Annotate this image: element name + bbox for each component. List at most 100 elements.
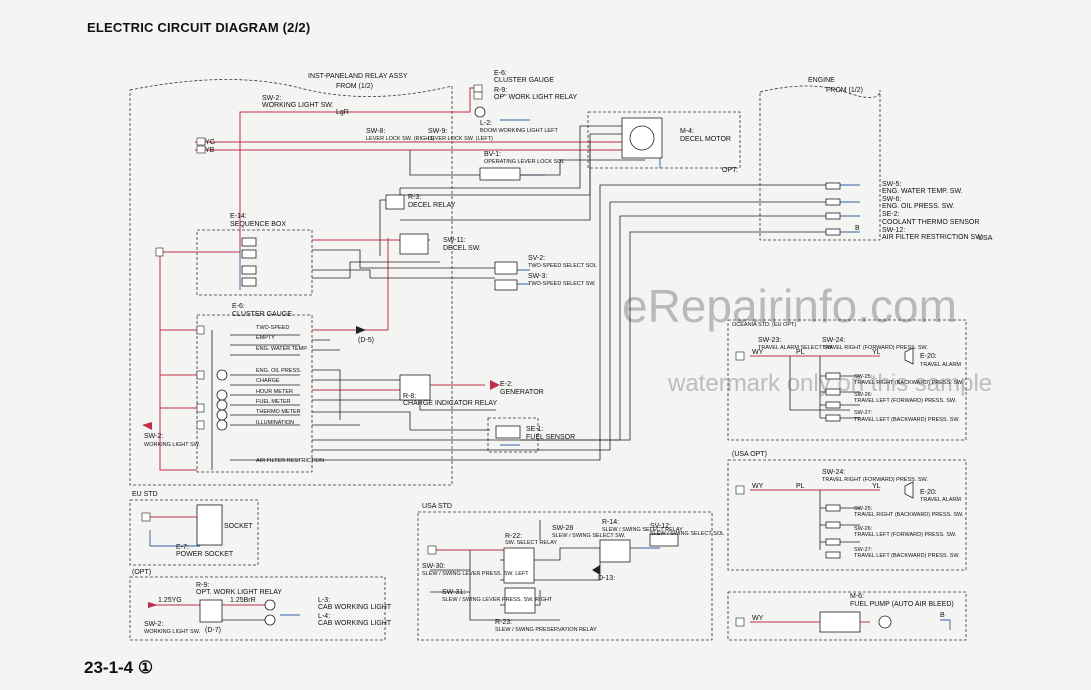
cluster-gauge-top: CLUSTER GAUGE (494, 77, 554, 84)
sw30-id: SW-30: (422, 563, 445, 570)
eng-oil-press-label: ENG. OIL PRESS. SW. (882, 203, 955, 210)
slew-select-sw-label: SLEW / SWING SELECT SW. (552, 533, 626, 539)
generator-label: GENERATOR (500, 389, 544, 396)
sw5-id: SW-5: (882, 181, 901, 188)
decel-motor-label: DECEL MOTOR (680, 136, 731, 143)
r9-top-id: R-9: (494, 87, 507, 94)
travel-right-bwd-label: TRAVEL RIGHT (BACKWARD) PRESS. SW. (854, 380, 964, 386)
sw6-id: SW-6: (882, 196, 901, 203)
l2-id: L-2: (480, 120, 492, 127)
sw12-id: SW-12: (882, 227, 905, 234)
m6-id: M-6: (850, 593, 864, 600)
watermark-main: eRepairinfo.com (622, 280, 957, 332)
e7-id: E-7: (176, 544, 189, 551)
sw26-id: SW-26: (854, 392, 873, 398)
gauge-air-filter: AIR FILTER RESTRICTION (256, 458, 324, 464)
sw2-left-label: WORKING LIGHT SW. (144, 442, 201, 448)
sw25-id: SW-25: (854, 374, 873, 380)
usa-label: USA (978, 235, 993, 242)
r14-id: R-14: (602, 519, 619, 526)
air-filter-label: AIR FILTER RESTRICTION SW. (882, 234, 983, 241)
black-wires (211, 125, 860, 621)
alarm-speaker-2 (904, 481, 914, 499)
socket-label: SOCKET (224, 523, 254, 530)
boom-light-label: BOOM WORKING LIGHT LEFT (480, 128, 558, 134)
bv1-id: BV-1: (484, 151, 501, 158)
two-speed-sw-label: TWO-SPEED SELECT SW. (528, 281, 596, 287)
gauge-water-temp: ENG. WATER TEMP. (256, 346, 308, 352)
alarm-speaker-1 (904, 347, 914, 365)
travel-alarm-b-label: TRAVEL ALARM (920, 497, 961, 503)
gauge-empty: EMPTY (256, 335, 275, 341)
e20-id: E-20: (920, 353, 937, 360)
l4-id: L-4: (318, 613, 330, 620)
sw23-id: SW-23: (758, 337, 781, 344)
lever-lock-right-label: LEVER LOCK SW. (RIGHT) (366, 136, 435, 142)
slew-lever-left-label: SLEW / SWING LEVER PRESS. SW. LEFT (422, 571, 529, 577)
lever-lock-left-label: LEVER LOCK SW. (LEFT) (428, 136, 493, 142)
slew-preserv-label: SLEW / SWING PRESERVATION RELAY (495, 627, 597, 633)
power-socket-label: POWER SOCKET (176, 551, 234, 558)
d5-diode (356, 326, 366, 334)
eng-water-temp-label: ENG. WATER TEMP. SW. (882, 188, 963, 195)
opt-box-label: (OPT) (132, 569, 151, 576)
wire-wy-1: WY (752, 349, 764, 356)
sw24-id: SW-24: (822, 337, 845, 344)
wire-yl-2: YL (872, 483, 881, 490)
gauge-circles (216, 106, 892, 629)
sw2-box-arrow (148, 602, 158, 608)
e20b-id: E-20: (920, 489, 937, 496)
l3-id: L-3: (318, 597, 330, 604)
connector-tags (141, 84, 745, 627)
slew-lever-right-label: SLEW / SWING LEVER PRESS. SW. RIGHT (442, 597, 553, 603)
sw31-id: SW-31: (442, 589, 465, 596)
wire-lgr: LgR (336, 109, 349, 116)
usa-std-label: USA STD (422, 503, 452, 510)
cab-light-1-label: CAB WORKING LIGHT (318, 604, 392, 611)
lever-lock-sol-label: OPERATING LEVER LOCK SOL (484, 159, 565, 165)
gauge-charge: CHARGE (256, 378, 280, 384)
sw24b-id: SW-24: (822, 469, 845, 476)
fuel-sensor-label: FUEL SENSOR (526, 434, 575, 441)
travel-left-fwd-label: TRAVEL LEFT (FORWARD) PRESS. SW. (854, 398, 957, 404)
gauge-oil-press: ENG. OIL PRESS. (256, 368, 302, 374)
sw28-id: SW-28 (552, 525, 573, 532)
opt-label: OPT. (722, 167, 738, 174)
r8-id: R-8: (403, 393, 416, 400)
wire-wy-2: WY (752, 483, 764, 490)
wire-yb-left: YB (205, 147, 215, 154)
usa-opt-label: (USA OPT) (732, 451, 767, 458)
travel-right-fwd-label: TRAVEL RIGHT (FORWARD) PRESS. SW. (822, 345, 928, 351)
sv12-id: SV-12: (650, 523, 671, 530)
gauge-hour-meter: HOUR METER (256, 389, 293, 395)
d7-label: (D-7) (205, 627, 221, 634)
e6-top-id: E-6: (494, 70, 507, 77)
page-title: ELECTRIC CIRCUIT DIAGRAM (2/2) (87, 20, 311, 35)
sw25b-id: SW-25: (854, 506, 873, 512)
travel-left-fwd-b-label: TRAVEL LEFT (FORWARD) PRESS. SW. (854, 532, 957, 538)
fuel-pump-label: FUEL PUMP (AUTO AIR BLEED) (850, 601, 954, 608)
sw2-box-label: WORKING LIGHT SW. (144, 629, 201, 635)
gauge-fuel-meter: FUEL METER (256, 399, 291, 405)
sw3-id: SW-3: (528, 273, 547, 280)
wire-yg-left: YG (205, 139, 215, 146)
gauge-thermo-meter: THERMO METER (256, 409, 301, 415)
generator-arrow (490, 380, 500, 390)
eu-std-label: EU STD (132, 491, 158, 498)
travel-right-fwd-b-label: TRAVEL RIGHT (FORWARD) PRESS. SW. (822, 477, 928, 483)
labels: INST-PANELAND RELAY ASSY FROM (1/2) ENGI… (132, 70, 993, 635)
travel-alarm-label: TRAVEL ALARM (920, 362, 961, 368)
sw11-id: SW-11: (443, 237, 466, 244)
wire-125yg: 1.25YG (158, 597, 182, 604)
slew-select-relay-label: SLEW / SWING SELECT RELAY (602, 527, 683, 533)
sw8-id: SW-8: (366, 128, 385, 135)
sv2-id: SV-2: (528, 255, 545, 262)
opt-relay-top: OP" WORK LIGHT RELAY (494, 94, 577, 101)
e14-id: E-14: (230, 213, 247, 220)
se1-id: SE-1: (526, 426, 544, 433)
r3-id: R-3: (408, 194, 421, 201)
from-1-label: FROM (1/2) (336, 83, 373, 90)
r23-id: R-23: (495, 619, 512, 626)
e2-id: E-2: (500, 381, 513, 388)
